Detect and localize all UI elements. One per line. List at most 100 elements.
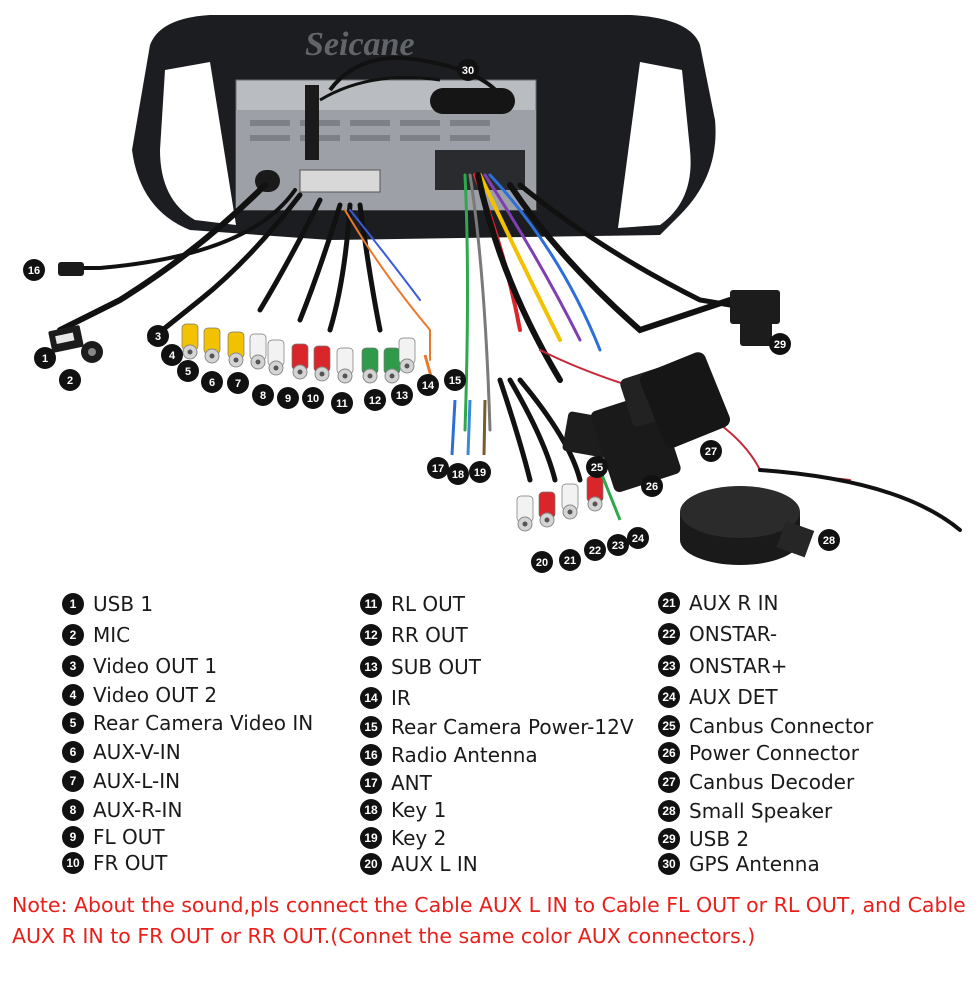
callout-number: 3 [155, 331, 161, 343]
wiring-diagram: Seicane [23, 15, 962, 573]
legend-number-badge: 11 [360, 593, 382, 615]
legend-number-badge: 26 [658, 742, 680, 764]
legend-number-badge: 4 [62, 684, 84, 706]
callout-number: 26 [646, 481, 658, 493]
legend-label: Radio Antenna [391, 743, 538, 767]
rca-group-bottom [516, 475, 604, 532]
legend-label: AUX R IN [689, 591, 779, 615]
callout-number: 29 [774, 339, 786, 351]
callout-number: 25 [591, 462, 603, 474]
legend-label: RL OUT [391, 592, 465, 616]
rca-plug-left-7 [313, 345, 331, 382]
callout-30: 30 [457, 59, 479, 81]
rca-plug-left-6 [291, 343, 309, 380]
legend-number-badge: 27 [658, 771, 680, 793]
callout-3: 3 [147, 325, 169, 347]
rca-plug-left-4 [249, 333, 267, 370]
legend-label: AUX-L-IN [93, 769, 181, 793]
legend-item-24: 24 AUX DET [658, 684, 778, 710]
legend-label: USB 1 [93, 592, 154, 616]
legend-label: AUX-R-IN [93, 798, 183, 822]
callout-1: 1 [34, 347, 56, 369]
callout-26: 26 [641, 475, 663, 497]
legend-label: ONSTAR+ [689, 654, 788, 678]
callout-number: 22 [589, 545, 601, 557]
wire-harness [57, 172, 962, 532]
legend-label: RR OUT [391, 623, 468, 647]
callout-number: 15 [449, 375, 461, 387]
legend-item-12: 12 RR OUT [360, 622, 468, 648]
legend-label: FL OUT [93, 825, 165, 849]
callout-number: 18 [452, 469, 464, 481]
callout-number: 27 [705, 446, 717, 458]
legend-label: AUX DET [689, 685, 778, 709]
rca-plug-bottom-4 [586, 475, 604, 512]
callout-16: 16 [23, 259, 45, 281]
callout-12: 12 [364, 389, 386, 411]
callout-number: 6 [209, 377, 215, 389]
legend-number-badge: 24 [658, 686, 680, 708]
callout-23: 23 [607, 534, 629, 556]
legend-number-badge: 13 [360, 656, 382, 678]
callout-6: 6 [201, 371, 223, 393]
gps-antenna [305, 56, 515, 160]
legend-number-badge: 1 [62, 593, 84, 615]
callout-number: 19 [474, 467, 486, 479]
callout-5: 5 [177, 360, 199, 382]
legend-label: MIC [93, 623, 131, 647]
legend-item-27: 27 Canbus Decoder [658, 769, 854, 795]
callout-number: 24 [632, 533, 645, 545]
legend-item-11: 11 RL OUT [360, 591, 465, 617]
callout-8: 8 [252, 384, 274, 406]
callout-number: 11 [336, 398, 348, 410]
legend-number-badge: 5 [62, 712, 84, 734]
callout-20: 20 [531, 551, 553, 573]
legend-number-badge: 18 [360, 799, 382, 821]
legend-number-badge: 14 [360, 687, 382, 709]
usb2-connector [730, 290, 780, 346]
legend-number-badge: 16 [360, 744, 382, 766]
legend-item-5: 5 Rear Camera Video IN [62, 710, 313, 736]
callout-number: 13 [396, 390, 408, 402]
legend-number-badge: 29 [658, 828, 680, 850]
legend-label: Canbus Decoder [689, 770, 855, 794]
rca-plug-left-2 [203, 327, 221, 364]
radio-antenna-connector [58, 262, 84, 276]
small-speaker [680, 486, 815, 565]
rca-plug-left-1 [181, 323, 199, 360]
legend-number-badge: 6 [62, 741, 84, 763]
callout-number: 20 [536, 557, 548, 569]
callout-number: 10 [307, 393, 319, 405]
rca-plug-left-5 [267, 339, 285, 376]
legend-number-badge: 21 [658, 592, 680, 614]
callout-11: 11 [331, 392, 353, 414]
callout-14: 14 [417, 374, 439, 396]
sound-note: Note: About the sound,pls connect the Ca… [12, 893, 966, 948]
callout-number: 16 [28, 265, 40, 277]
legend-number-badge: 12 [360, 624, 382, 646]
callout-number: 28 [823, 535, 835, 547]
rca-group-left [181, 323, 416, 384]
rca-plug-bottom-3 [561, 483, 579, 520]
legend-label: Rear Camera Video IN [93, 711, 314, 735]
callout-13: 13 [391, 384, 413, 406]
callout-number: 1 [42, 353, 48, 365]
legend-number-badge: 15 [360, 716, 382, 738]
callout-number: 9 [285, 393, 291, 405]
callout-4: 4 [161, 344, 183, 366]
callout-17: 17 [427, 457, 449, 479]
legend-label: AUX L IN [391, 852, 478, 876]
